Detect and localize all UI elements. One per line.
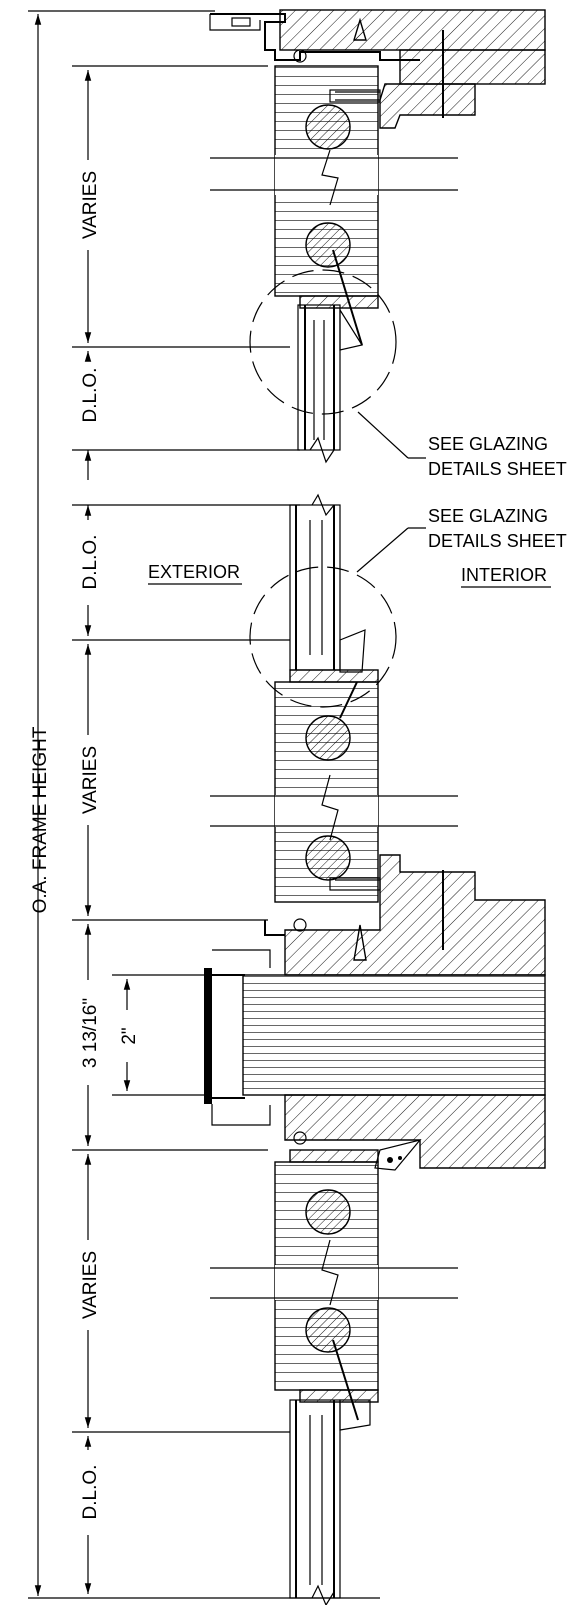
head-frame	[209, 9, 546, 129]
overall-height-label: O.A. FRAME HEIGHT	[30, 726, 51, 913]
lower-sash-rail	[210, 669, 458, 903]
upper-glass-unit	[249, 269, 397, 464]
varies-label-3: VARIES	[80, 1251, 101, 1319]
varies-label-1: VARIES	[80, 171, 101, 239]
dlo-label-2: D.L.O.	[80, 535, 101, 590]
top-sash-rail	[210, 65, 458, 346]
mullion	[204, 854, 546, 1171]
interior-label: INTERIOR	[461, 565, 547, 585]
glazing-callout-1-line1: SEE GLAZING	[428, 434, 548, 454]
mullion-depth-label: 3 13/16"	[80, 998, 101, 1068]
glazing-callout-1-line2: DETAILS SHEET	[428, 459, 567, 479]
glazing-callout-2: SEE GLAZING DETAILS SHEET	[356, 506, 567, 573]
bottom-sash-rail	[210, 1149, 458, 1421]
mullion-inner-label: 2"	[119, 1027, 140, 1044]
exterior-label: EXTERIOR	[148, 562, 240, 582]
glazing-callout-2-line1: SEE GLAZING	[428, 506, 548, 526]
dlo-label-3: D.L.O.	[80, 1465, 101, 1520]
glazing-callout-2-line2: DETAILS SHEET	[428, 531, 567, 551]
glazing-callout-1: SEE GLAZING DETAILS SHEET	[357, 411, 567, 479]
dlo-label-1: D.L.O.	[80, 368, 101, 423]
varies-label-2: VARIES	[80, 746, 101, 814]
dimension-lines	[28, 10, 380, 1599]
bottom-glass-unit	[289, 1399, 371, 1605]
